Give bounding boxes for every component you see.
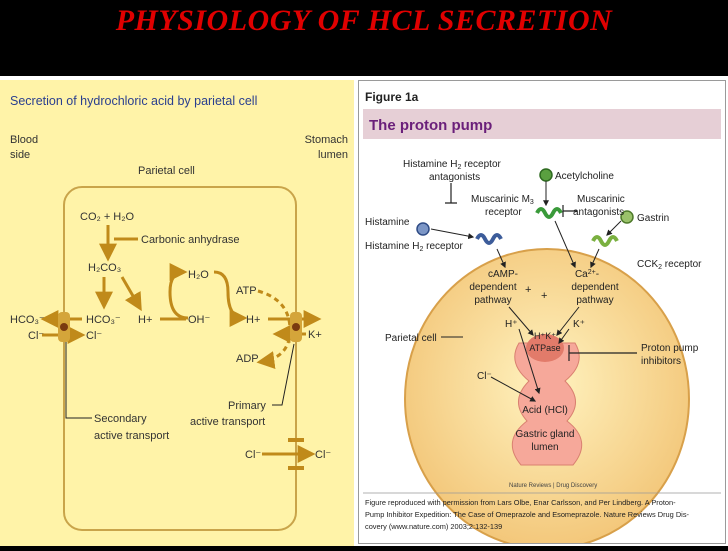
arrow-m3-to-ca (554, 220, 576, 269)
cck2-receptor-label: CCK2 receptor (637, 259, 702, 271)
muscarinic-antagonist-block (562, 205, 577, 217)
k-plus-label: K⁺ (573, 319, 585, 330)
left-exchanger-core (60, 323, 68, 331)
h2-antagonists-label: Histamine H2 receptor (403, 159, 502, 171)
hk-atpase-label-2: ATPase (529, 343, 560, 353)
co2-h2o-label: CO₂ + H₂O (80, 211, 135, 223)
caption-line-3: covery (www.nature.com) 2003;2:132-139 (365, 522, 502, 531)
arrow-histamine-to-receptor (430, 228, 475, 240)
hcl-secretion-diagram: Secretion of hydrochloric acid by pariet… (0, 80, 354, 546)
h-plus-label-1: H+ (138, 314, 152, 326)
parietal-cell-label-right: Parietal cell (385, 333, 437, 344)
arrow-cck2-to-ca (590, 248, 600, 269)
plus-sign-2: + (541, 290, 547, 302)
histamine-h2-receptor (475, 233, 503, 245)
h2co3-label: H₂CO₃ (88, 262, 121, 274)
proton-pump-figure: Figure 1a The proton pump Histamine H2 r… (358, 80, 726, 550)
adp-label: ADP (236, 353, 259, 365)
muscarinic-m3-receptor (535, 207, 563, 219)
muscarinic-antagonists-label-2: antagonists (573, 207, 624, 218)
secondary-transport-label-2: active transport (94, 430, 169, 442)
cl-outside-label: Cl⁻ (28, 330, 44, 342)
arrow-h2-to-camp (496, 248, 506, 269)
pump-title: The proton pump (369, 117, 492, 134)
carbonic-anhydrase-label: Carbonic anhydrase (141, 234, 239, 246)
diagram-heading: Secretion of hydrochloric acid by pariet… (10, 94, 257, 108)
parietal-cell-outline (63, 186, 297, 531)
cl-channel-bottom (288, 466, 304, 470)
oh-minus-label: OH⁻ (188, 314, 211, 326)
muscarinic-receptor-label-2: receptor (485, 207, 522, 218)
gastric-gland-label-2: lumen (531, 442, 558, 453)
arrow-gastrin-to-receptor (606, 220, 622, 236)
arrow-camp-to-pump (508, 306, 534, 336)
cck2-receptor (591, 235, 619, 247)
stomach-lumen-label-1: Stomach (305, 134, 348, 146)
hk-atpase-label-1: H⁺K⁺ (534, 331, 556, 341)
ppi-label-2: inhibitors (641, 356, 681, 367)
gastrin-label: Gastrin (637, 213, 669, 224)
cl-bottom-right-label: Cl⁻ (315, 449, 331, 461)
h2-receptor-label: Histamine H2 receptor (365, 241, 464, 253)
primary-leader-line (272, 343, 295, 406)
ppi-block (568, 345, 637, 361)
arrow-oh-to-h2o-loop (168, 263, 189, 320)
hk-atpase (526, 334, 564, 362)
arrow-h-to-lumen (518, 328, 541, 395)
cl-bottom-left-label: Cl⁻ (245, 449, 261, 461)
blood-side-label-1: Blood (10, 134, 38, 146)
camp-pathway-label-3: pathway (474, 295, 511, 306)
camp-pathway-label-1: cAMP- (488, 269, 518, 280)
right-pump-core (292, 323, 300, 331)
cl-label: Cl⁻ (477, 371, 492, 382)
muscarinic-receptor-label: Muscarinic M3 (471, 194, 534, 206)
camp-pathway-label-2: dependent (469, 282, 516, 293)
primary-transport-label-2: active transport (190, 416, 265, 428)
primary-transport-label-1: Primary (228, 400, 266, 412)
histamine-label: Histamine (365, 217, 410, 228)
caption-line-1: Figure reproduced with permission from L… (365, 498, 676, 507)
h2-antagonists-label-2: antagonists (429, 172, 480, 183)
histamine-icon (416, 222, 430, 236)
ppi-label-1: Proton pump (641, 343, 699, 354)
secondary-transport-label-1: Secondary (94, 413, 147, 425)
muscarinic-antagonists-label-1: Muscarinic (577, 194, 625, 205)
h2o-label: H₂O (188, 269, 209, 281)
blood-side-label-2: side (10, 149, 30, 161)
gastric-gland-lumen (511, 342, 583, 466)
ca-pathway-label-1: Ca2+- (575, 269, 599, 280)
journal-logo: Nature Reviews | Drug Discovery (509, 483, 597, 489)
arrow-cl-to-lumen (490, 376, 537, 402)
slide-title: PHYSIOLOGY OF HCL SECRETION (115, 4, 613, 37)
h2-antagonist-block (445, 183, 457, 204)
h-plus-label-2: H+ (246, 314, 260, 326)
k-plus-label: K+ (308, 329, 322, 341)
parietal-cell-label: Parietal cell (138, 165, 195, 177)
arrow-atp-cycle (256, 289, 292, 370)
plus-sign-1: + (525, 284, 531, 296)
cl-channel-top (288, 438, 304, 442)
gastrin-icon (620, 210, 634, 224)
acetylcholine-label: Acetylcholine (555, 171, 614, 182)
gastric-gland-label-1: Gastric gland (516, 429, 575, 440)
atp-label: ATP (236, 285, 257, 297)
ca-pathway-label-3: pathway (576, 295, 613, 306)
arrow-h2o-to-h (213, 270, 248, 327)
hco3-outside-label: HCO₃⁻ (10, 314, 45, 326)
ca-pathway-label-2: dependent (571, 282, 618, 293)
acetylcholine-icon (539, 168, 553, 182)
cl-inside-label: Cl⁻ (86, 330, 102, 342)
arrow-h2co3-to-h (120, 276, 142, 312)
arrow-ca-to-pump (556, 306, 580, 336)
secondary-leader-line (65, 342, 92, 419)
acid-label: Acid (HCl) (522, 405, 568, 416)
h-plus-label: H⁺ (505, 319, 518, 330)
arrow-k-in (558, 328, 570, 344)
hco3-inside-label: HCO₃⁻ (86, 314, 121, 326)
pump-title-band (363, 109, 721, 139)
caption-line-2: Pump Inhibitor Expedition: The Case of O… (365, 510, 690, 519)
figure-label: Figure 1a (365, 90, 419, 104)
stomach-lumen-label-2: lumen (318, 149, 348, 161)
